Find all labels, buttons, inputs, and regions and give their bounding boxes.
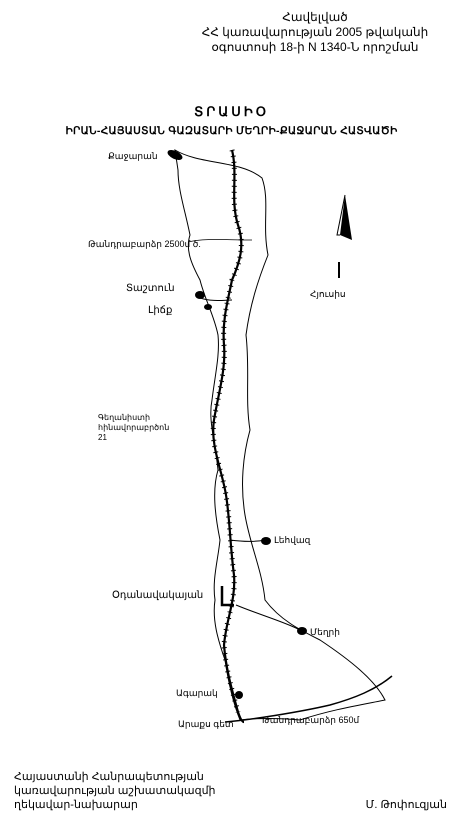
approval-line-1: Հավելված bbox=[282, 10, 348, 24]
lehvaz-marker bbox=[261, 537, 271, 545]
agarak-marker bbox=[235, 691, 243, 699]
signatory-line-2: կառավարության աշխատակազմի bbox=[14, 785, 216, 797]
label-outlet: Թանդրաբարձր 650մ bbox=[262, 715, 360, 725]
signatory-name: Մ. Թոփուզյան bbox=[365, 799, 447, 811]
label-lichk: Լիճք bbox=[148, 305, 173, 316]
label-kajaran: Քաջարան bbox=[108, 151, 158, 161]
airport-symbol bbox=[220, 586, 234, 607]
pass-line bbox=[187, 239, 253, 243]
boundary-line bbox=[174, 149, 386, 721]
branch-road-lehvaz bbox=[229, 539, 266, 542]
approval-line-3: օգոստոսի 18-ի N 1340-Ն որոշման bbox=[211, 40, 419, 54]
signatory-block: Հայաստանի Հանրապետության կառավարության ա… bbox=[14, 770, 216, 812]
tashtun-marker bbox=[195, 291, 205, 299]
signatory-line-3: ղեկավար-նախարար bbox=[14, 799, 138, 811]
document-title: ՏՐԱՍԻՕ bbox=[194, 104, 269, 119]
label-otanavan: Օդանավակայան bbox=[112, 590, 204, 601]
label-pass: Թանդրաբարձր 2500մ ծ. bbox=[88, 239, 201, 249]
label-tashtun: Տաշտուն bbox=[126, 283, 175, 294]
river-line bbox=[224, 675, 393, 723]
branch-road-tashtun bbox=[199, 297, 233, 301]
document-subtitle: ԻՐԱՆ-ՀԱՅԱՍՏԱՆ ԳԱԶԱՏԱՐԻ ՄԵՂՐԻ-ՔԱՋԱՐԱՆ ՀԱՏ… bbox=[65, 125, 398, 137]
label-border: Արաքս գետ bbox=[178, 719, 234, 729]
branch-road-meghri bbox=[235, 604, 301, 631]
signatory-line-1: Հայաստանի Հանրապետության bbox=[14, 771, 204, 783]
road-line bbox=[212, 149, 245, 724]
north-arrow-icon bbox=[340, 195, 352, 240]
label-mountain: Գեղանիստի հինավորաբրծոն 21 bbox=[98, 413, 170, 442]
label-north: Հյուսիս bbox=[310, 289, 346, 299]
kajaran-marker bbox=[167, 150, 183, 160]
meghri-marker bbox=[297, 627, 307, 635]
lichk-marker bbox=[204, 304, 212, 310]
label-lehvaz: Լեհվազ bbox=[274, 535, 311, 545]
approval-header: Հավելված ՀՀ կառավարության 2005 թվականի օ… bbox=[185, 10, 445, 55]
label-agarak: Ագարակ bbox=[176, 688, 218, 698]
approval-line-2: ՀՀ կառավարության 2005 թվականի bbox=[201, 25, 429, 39]
label-meghri: Մեղրի bbox=[310, 627, 340, 637]
